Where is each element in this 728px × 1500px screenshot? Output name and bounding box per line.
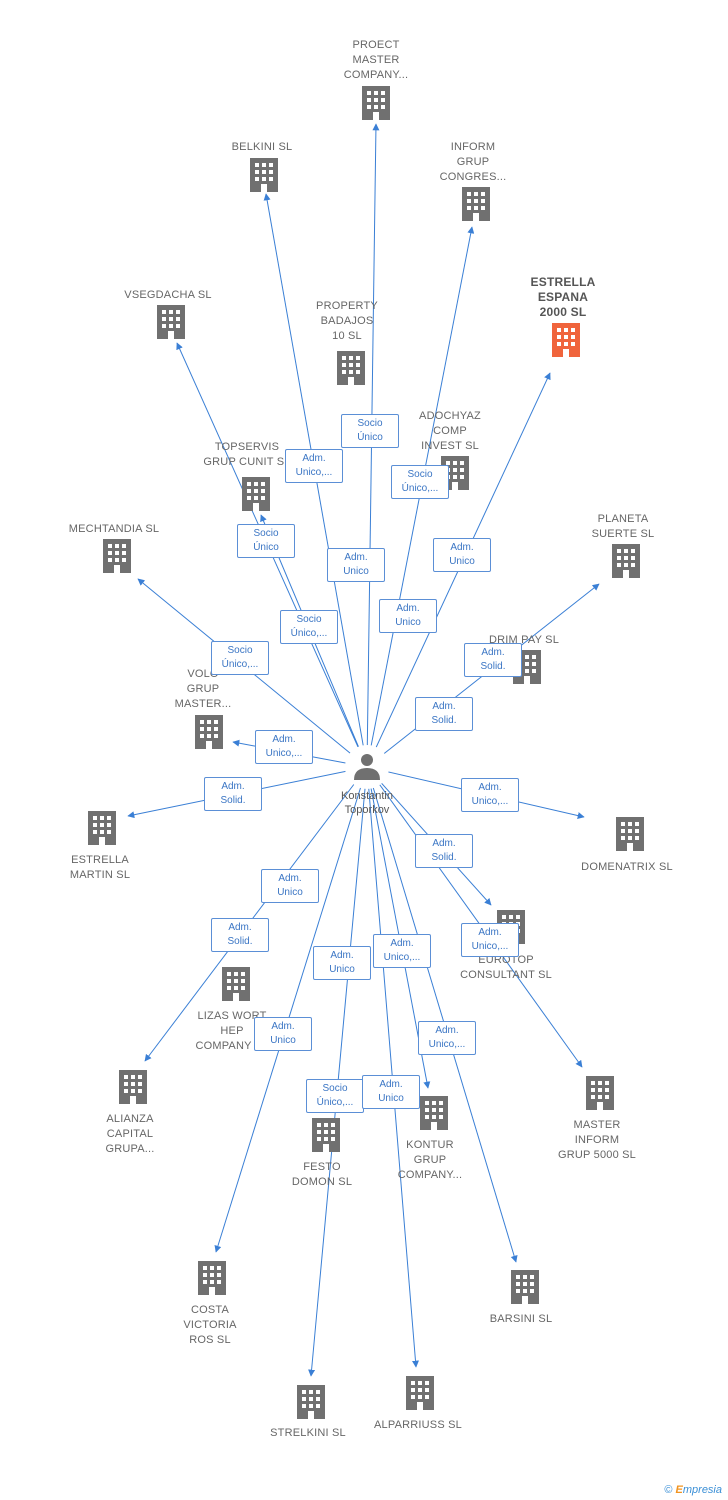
relation-label-estrella-martin[interactable]: Adm. Solid. [204,777,262,811]
company-label-mechtandia[interactable]: MECHTANDIA SL [68,523,160,535]
relation-label-property[interactable]: Adm. Unico [327,548,385,582]
person-icon-body [354,768,380,780]
company-label-master-inform[interactable]: MASTER INFORM GRUP 5000 SL [557,1119,637,1161]
relation-label-barsini[interactable]: Adm. Unico,... [418,1021,476,1055]
copyright-symbol: © [664,1484,673,1496]
relation-label-strelkini[interactable]: Socio Único,... [306,1079,364,1113]
edge-strelkini [308,766,368,1377]
relation-label-mechtandia[interactable]: Socio Único,... [211,641,269,675]
relation-label-domenatrix[interactable]: Adm. Unico,... [461,778,519,812]
relation-label-topservis[interactable]: Socio Único,... [280,610,338,644]
building-icon-topservis[interactable] [242,477,270,511]
center-person-name[interactable]: Konstantin Toporkov [341,790,393,816]
company-label-estrella-espana[interactable]: ESTRELLA ESPANA 2000 SL [530,275,596,319]
relation-label-estrella-espana[interactable]: Adm. Unico [433,538,491,572]
company-label-kontur[interactable]: KONTUR GRUP COMPANY... [397,1139,463,1181]
building-icon-costa[interactable] [198,1261,226,1295]
company-label-barsini[interactable]: BARSINI SL [489,1313,553,1325]
company-label-alianza[interactable]: ALIANZA CAPITAL GRUPA... [105,1113,155,1155]
relation-label-lizas[interactable]: Adm. Unico [261,869,319,903]
relation-label-vsegdacha[interactable]: Socio Único [237,524,295,558]
relation-label-inform[interactable]: Socio Único,... [391,465,449,499]
building-icon-strelkini[interactable] [297,1385,325,1419]
relation-label-belkini[interactable]: Adm. Unico,... [285,449,343,483]
company-label-topservis[interactable]: TOPSERVIS GRUP CUNIT SL [203,441,291,468]
relation-label-eurotop[interactable]: Adm. Solid. [415,834,473,868]
relation-label-adochyaz[interactable]: Adm. Unico [379,599,437,633]
empresia-watermark: ©Empresia [664,1484,722,1496]
edge-alianza [144,766,368,1062]
building-icon-barsini[interactable] [511,1270,539,1304]
edge-barsini [366,766,518,1263]
relation-label-alparriuss[interactable]: Adm. Unico [362,1075,420,1109]
building-icon-inform[interactable] [462,187,490,221]
brand-name: mpresia [682,1484,722,1496]
company-label-volo[interactable]: VOLO GRUP MASTER... [174,668,232,710]
edge-alparriuss [366,766,419,1368]
relation-label-festo[interactable]: Adm. Unico [313,946,371,980]
building-icon-property[interactable] [337,351,365,385]
company-label-vsegdacha[interactable]: VSEGDACHA SL [124,289,212,301]
edge-kontur [366,766,431,1089]
edge-costa [214,766,368,1253]
building-icon-alparriuss[interactable] [406,1376,434,1410]
building-icon-belkini[interactable] [250,158,278,192]
company-label-belkini[interactable]: BELKINI SL [231,141,293,153]
company-label-proect[interactable]: PROECT MASTER COMPANY... [343,39,409,81]
relation-label-planeta[interactable]: Adm. Solid. [464,643,522,677]
relation-label-proect[interactable]: Socio Único [341,414,399,448]
building-icon-master-inform[interactable] [586,1076,614,1110]
company-label-estrella-martin[interactable]: ESTRELLA MARTIN SL [69,854,131,881]
company-label-eurotop[interactable]: EUROTOP CONSULTANT SL [460,954,552,981]
building-icon-mechtandia[interactable] [103,539,131,573]
building-icon-alianza[interactable] [119,1070,147,1104]
building-icon-estrella-martin[interactable] [88,811,116,845]
building-icon-festo[interactable] [312,1118,340,1152]
building-icon-volo[interactable] [195,715,223,749]
building-icon-kontur[interactable] [420,1096,448,1130]
brand-initial: E [675,1484,683,1496]
relation-label-alianza[interactable]: Adm. Solid. [211,918,269,952]
building-icon-domenatrix[interactable] [616,817,644,851]
relation-label-volo[interactable]: Adm. Unico,... [255,730,313,764]
building-icon-estrella-espana[interactable] [552,323,580,357]
relation-label-master-inform[interactable]: Adm. Unico,... [461,923,519,957]
company-label-costa[interactable]: COSTA VICTORIA ROS SL [183,1304,237,1346]
relation-label-costa[interactable]: Adm. Unico [254,1017,312,1051]
company-label-festo[interactable]: FESTO DOMON SL [291,1161,353,1188]
company-label-inform[interactable]: INFORM GRUP CONGRES... [439,141,507,183]
company-label-strelkini[interactable]: STRELKINI SL [270,1427,346,1439]
company-label-planeta[interactable]: PLANETA SUERTE SL [591,513,655,540]
edges-layer [127,123,600,1377]
center-node-backdrop [345,745,389,789]
company-label-adochyaz[interactable]: ADOCHYAZ COMP INVEST SL [419,410,481,452]
company-label-alparriuss[interactable]: ALPARRIUSS SL [374,1419,462,1431]
building-icon-planeta[interactable] [612,544,640,578]
building-icon-proect[interactable] [362,86,390,120]
building-icon-lizas[interactable] [222,967,250,1001]
company-label-domenatrix[interactable]: DOMENATRIX SL [581,861,673,873]
relation-label-kontur[interactable]: Adm. Unico,... [373,934,431,968]
building-icon-vsegdacha[interactable] [157,305,185,339]
relation-label-drimpay[interactable]: Adm. Solid. [415,697,473,731]
center-person-node[interactable] [345,745,389,789]
company-label-property[interactable]: PROPERTY BADAJOS 10 SL [316,300,378,342]
edge-master-inform [366,766,583,1068]
person-icon-head [361,754,373,766]
